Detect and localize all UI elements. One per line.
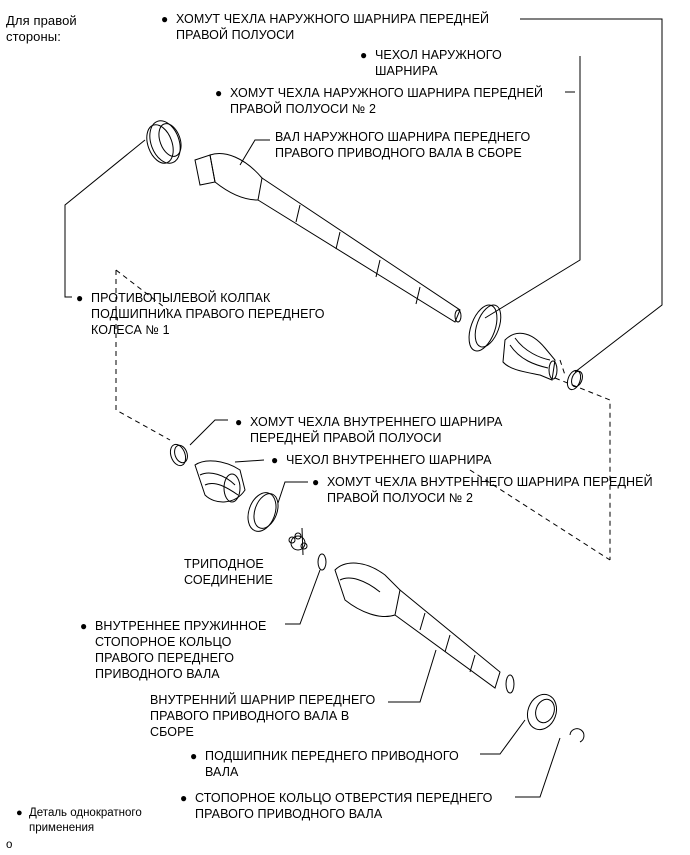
callout-hole-snap-ring: СТОПОРНОЕ КОЛЬЦО ОТВЕРСТИЯ ПЕРЕДНЕГО ПРА… (180, 790, 493, 822)
callout-inner-clamp: ХОМУТ ЧЕХЛА ВНУТРЕННЕГО ШАРНИРА ПЕРЕДНЕЙ… (235, 414, 502, 446)
legend-one-time-part: Деталь однократного применения (16, 806, 142, 836)
callout-bearing: ПОДШИПНИК ПЕРЕДНЕГО ПРИВОДНОГО ВАЛА (190, 748, 459, 780)
hole-snap-ring-part (569, 728, 585, 743)
inner-small-clamp (169, 443, 188, 467)
dust-cap-part (146, 120, 182, 164)
side-note: Для правой стороны: (6, 13, 77, 44)
callout-outer-boot: ЧЕХОЛ НАРУЖНОГО ШАРНИРА (360, 47, 502, 79)
callout-dust-cap: ПРОТИВОПЫЛЕВОЙ КОЛПАК ПОДШИПНИКА ПРАВОГО… (76, 290, 325, 338)
callout-outer-clamp2: ХОМУТ ЧЕХЛА НАРУЖНОГО ШАРНИРА ПЕРЕДНЕЙ П… (215, 85, 543, 117)
callout-outer-clamp: ХОМУТ ЧЕХЛА НАРУЖНОГО ШАРНИРА ПЕРЕДНЕЙ П… (161, 11, 489, 43)
outer-small-clamp (566, 369, 583, 391)
outer-boot-part (502, 332, 558, 381)
callout-outer-shaft: ВАЛ НАРУЖНОГО ШАРНИРА ПЕРЕДНЕГО ПРАВОГО … (275, 130, 531, 160)
callout-inner-clamp2: ХОМУТ ЧЕХЛА ВНУТРЕННЕГО ШАРНИРА ПЕРЕДНЕЙ… (312, 474, 653, 506)
callout-inner-snap-ring: ВНУТРЕННЕЕ ПРУЖИННОЕ СТОПОРНОЕ КОЛЬЦО ПР… (80, 618, 266, 682)
callout-inner-boot: ЧЕХОЛ ВНУТРЕННЕГО ШАРНИРА (271, 452, 492, 468)
tripod-part (288, 532, 308, 551)
bearing-part (526, 693, 558, 731)
callout-inner-joint: ВНУТРЕННИЙ ШАРНИР ПЕРЕДНЕГО ПРАВОГО ПРИВ… (150, 693, 376, 739)
inner-clamp2-ring (247, 492, 279, 532)
inner-snap-ring-part (317, 553, 327, 571)
inner-joint-part (334, 562, 515, 694)
leader-lines (64, 18, 663, 798)
inner-boot-part (194, 460, 246, 503)
legend-footnote: o (6, 839, 13, 851)
callout-tripod: ТРИПОДНОЕ СОЕДИНЕНИЕ (184, 557, 273, 587)
outer-shaft-part (194, 153, 462, 323)
outer-clamp-ring (468, 304, 502, 352)
